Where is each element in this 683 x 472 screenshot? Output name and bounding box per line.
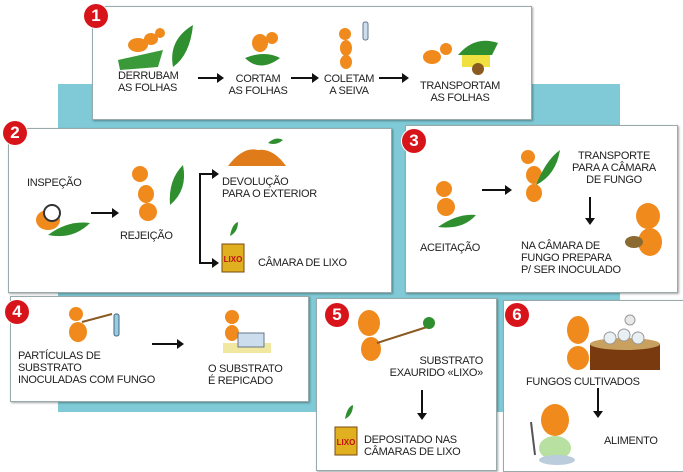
label-deposited-trash: DEPOSITADO NAS CÂMARAS DE LIXO (364, 434, 461, 458)
trash-can-icon: LIXO (334, 405, 358, 456)
ant-holding-substrate-icon (358, 310, 435, 361)
arrow-right (379, 73, 409, 83)
label-rejection: REJEIÇÃO (120, 230, 173, 242)
ant-carrying-leaf-icon (521, 150, 560, 202)
label-inspection: INSPEÇÃO (27, 177, 82, 189)
label-substrate-replicated: O SUBSTRATO É REPICADO (208, 363, 283, 387)
ant-with-test-tube-icon (69, 307, 120, 342)
label-prepare-inoculation: NA CÂMARA DE FUNGO PREPARA P/ SER INOCUL… (521, 240, 621, 276)
arrow-right (152, 339, 184, 349)
label-inoculated-particles: PARTÍCULAS DE SUBSTRATO INOCULADAS COM F… (18, 350, 156, 386)
ant-accepting-leaf-icon (436, 181, 476, 228)
label-trash-chamber: CÂMARA DE LIXO (258, 257, 347, 269)
label-return-outside: DEVOLUÇÃO PARA O EXTERIOR (222, 176, 317, 200)
arrow-down (585, 197, 595, 225)
label-food: ALIMENTO (604, 435, 658, 447)
ant-eating-icon (530, 404, 575, 465)
label-exhausted-substrate: SUBSTRATO EXAURIDO «LIXO» (389, 355, 484, 379)
step-cut-leaves: CORTAM AS FOLHAS (228, 73, 288, 97)
anthill-icon (228, 138, 286, 166)
ant-with-magnifier-icon (36, 204, 90, 237)
trash-label: LIXO (337, 438, 356, 447)
branch-line (199, 173, 201, 263)
arrow-to-return (199, 169, 219, 179)
panel-1-harvest (92, 6, 532, 120)
step-badge-4: 4 (5, 300, 29, 324)
label-transport-to-chamber: TRANSPORTE PARA A CÂMARA DE FUNGO (572, 150, 656, 186)
step-badge-5: 5 (325, 303, 349, 327)
arrow-right (198, 73, 224, 83)
step-transport-leaves: TRANSPORTAM AS FOLHAS (419, 80, 501, 104)
ant-rejecting-leaf-icon (132, 165, 185, 221)
ant-transporting-leaves-icon (423, 40, 498, 75)
step-badge-6: 6 (505, 303, 529, 327)
step-badge-1: 1 (84, 4, 108, 28)
arrow-down (593, 388, 603, 418)
step-collect-sap: COLETAM A SEIVA (323, 73, 375, 97)
step-badge-3: 3 (402, 129, 426, 153)
ant-collecting-sap-icon (339, 21, 369, 69)
step-badge-2: 2 (3, 121, 27, 145)
ant-cutting-leaf-icon (245, 32, 280, 66)
trash-can-icon: LIXO (221, 222, 245, 273)
label-acceptance: ACEITAÇÃO (420, 242, 481, 254)
ant-replicating-substrate-icon (223, 310, 271, 353)
ant-preparing-substrate-icon (625, 203, 662, 256)
arrow-to-trash (199, 258, 219, 268)
step-fell-leaves: DERRUBAM AS FOLHAS (118, 70, 179, 94)
arrow-right (482, 185, 512, 195)
arrow-right (91, 208, 119, 218)
label-cultivated-fungi: FUNGOS CULTIVADOS (526, 376, 640, 388)
ant-felling-leaf-icon (118, 25, 193, 70)
ant-with-fungus-garden-icon (567, 314, 660, 370)
trash-label: LIXO (224, 255, 243, 264)
arrow-down (417, 390, 427, 420)
arrow-right (291, 73, 319, 83)
